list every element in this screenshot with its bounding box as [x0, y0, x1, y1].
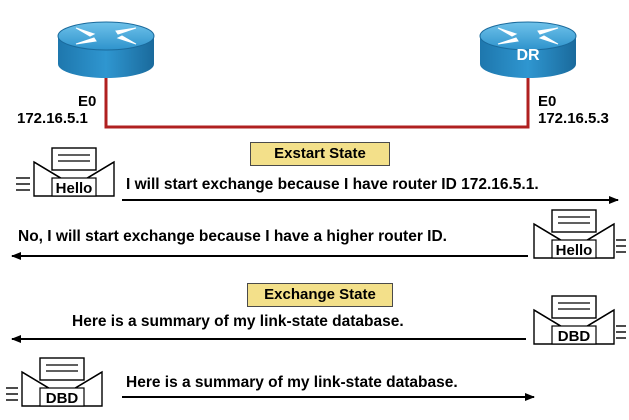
router-left-ip: 172.16.5.1: [17, 110, 88, 127]
router-left-icon: [57, 21, 155, 79]
envelope-dbd-right-label: DBD: [558, 328, 591, 345]
message-3-text: Here is a summary of my link-state datab…: [72, 313, 404, 330]
network-link: [104, 68, 530, 129]
envelope-dbd-left-label: DBD: [46, 390, 79, 407]
router-right-ip: 172.16.5.3: [538, 110, 609, 127]
router-right-badge: DR: [516, 47, 540, 64]
envelope-hello-left-label: Hello: [56, 180, 93, 197]
exchange-state-label: Exchange State: [247, 283, 393, 307]
exstart-state-label: Exstart State: [250, 142, 390, 166]
motion-lines-dbd-left: [6, 387, 18, 401]
message-4-text: Here is a summary of my link-state datab…: [126, 374, 458, 391]
envelope-hello-left-icon: Hello: [33, 147, 115, 197]
motion-lines-hello-left: [16, 177, 30, 191]
motion-lines-dbd-right: [616, 325, 626, 339]
message-1-text: I will start exchange because I have rou…: [126, 176, 539, 193]
message-2-text: No, I will start exchange because I have…: [18, 228, 447, 245]
router-right-interface: E0: [538, 93, 557, 110]
envelope-dbd-right-icon: DBD: [533, 295, 615, 345]
router-left-interface: E0: [78, 93, 97, 110]
envelope-hello-right-label: Hello: [556, 242, 593, 259]
envelope-dbd-left-icon: DBD: [21, 357, 103, 407]
envelope-hello-right-icon: Hello: [533, 209, 615, 259]
motion-lines-hello-right: [616, 239, 626, 253]
router-right-icon: DR: [479, 21, 577, 79]
